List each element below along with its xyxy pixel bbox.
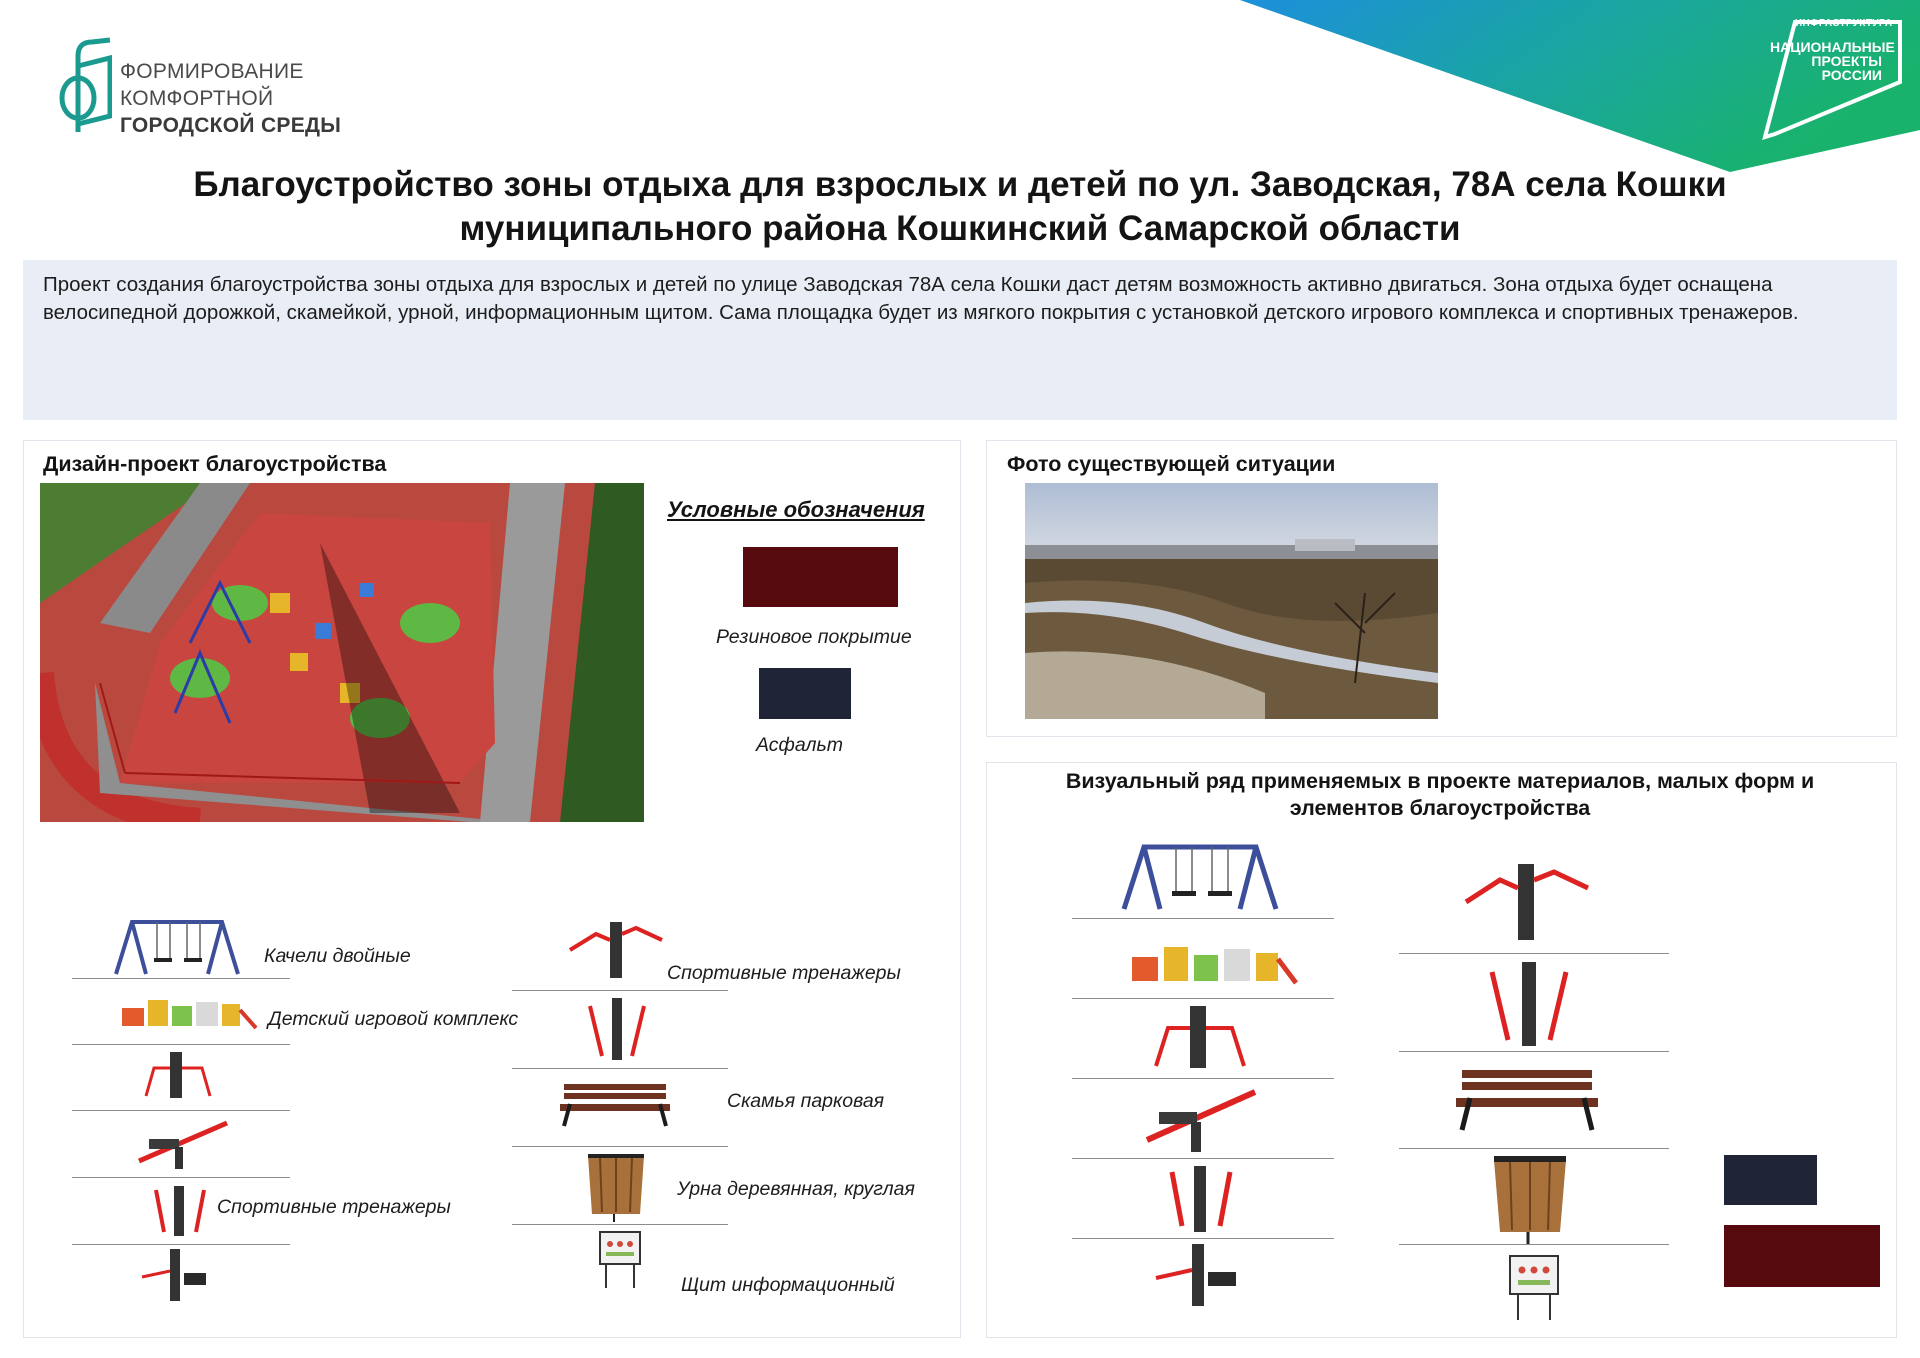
legend-swatch-rubber	[743, 547, 898, 607]
swatch-asphalt	[1724, 1155, 1817, 1205]
divider	[1399, 1244, 1669, 1245]
design-render-image	[40, 483, 644, 822]
photo-panel-title: Фото существующей ситуации	[1007, 452, 1336, 476]
walker-machine-icon	[588, 998, 646, 1060]
divider	[72, 1177, 290, 1178]
swing-icon	[114, 920, 240, 975]
divider	[1072, 998, 1334, 999]
label-info-board: Щит информационный	[681, 1274, 895, 1296]
national-projects-subtitle: ИНФРАСТРУКТУРА	[1795, 18, 1893, 29]
bench-icon	[1456, 1070, 1598, 1131]
divider	[512, 1068, 728, 1069]
divider	[1399, 1148, 1669, 1149]
brand-line-1: ФОРМИРОВАНИЕ	[120, 60, 304, 83]
divider	[1072, 1158, 1334, 1159]
info-board-icon	[599, 1231, 641, 1288]
visual-title-line-2: элементов благоустройства	[1289, 796, 1591, 820]
walker-machine-icon	[1489, 962, 1569, 1046]
press-machine-icon	[1155, 1244, 1236, 1306]
label-playground: Детский игровой комплекс	[268, 1008, 519, 1030]
swatch-rubber	[1724, 1225, 1880, 1287]
divider	[512, 990, 728, 991]
page-title-line-2: муниципального района Кошкинский Самарск…	[459, 209, 1461, 248]
description-text: Проект создания благоустройства зоны отд…	[43, 273, 1799, 324]
divider	[72, 1244, 290, 1245]
double-exerciser-icon	[568, 922, 663, 978]
trash-bin-icon	[588, 1154, 644, 1222]
exercise-machine-icon	[1154, 1006, 1246, 1068]
page-title-line-1: Благоустройство зоны отдыха для взрослых…	[193, 165, 1727, 204]
rowing-machine-icon	[1145, 1089, 1257, 1152]
page-title: Благоустройство зоны отдыха для взрослых…	[120, 163, 1800, 251]
trash-bin-icon	[1494, 1156, 1566, 1244]
divider	[1072, 1238, 1334, 1239]
legend-label-rubber: Резиновое покрытие	[716, 626, 912, 648]
legend-label-asphalt: Асфальт	[756, 734, 843, 756]
visual-panel-title: Визуальный ряд применяемых в проекте мат…	[1000, 768, 1880, 822]
brand-f-icon	[59, 37, 112, 132]
divider	[1399, 1051, 1669, 1052]
bench-icon	[560, 1084, 670, 1127]
label-bench: Скамья парковая	[727, 1090, 885, 1112]
design-panel-title: Дизайн-проект благоустройства	[43, 452, 387, 476]
brand-name: ФОРМИРОВАНИЕ КОМФОРТНОЙ ГОРОДСКОЙ СРЕДЫ	[120, 58, 341, 139]
rowing-machine-icon	[138, 1120, 228, 1169]
legend-title: Условные обозначения	[667, 497, 925, 522]
divider	[72, 978, 290, 979]
description-box	[23, 260, 1897, 420]
national-projects-logo-icon	[1762, 20, 1902, 140]
visual-title-line-1: Визуальный ряд применяемых в проекте мат…	[1065, 769, 1815, 793]
divider	[72, 1110, 290, 1111]
exercise-machine-icon	[144, 1052, 212, 1098]
brand-line-3: ГОРОДСКОЙ СРЕДЫ	[120, 114, 342, 137]
label-sport-right: Спортивные тренажеры	[667, 962, 901, 984]
national-projects-title: НАЦИОНАЛЬНЫЕ ПРОЕКТЫ РОССИИ	[1770, 39, 1895, 83]
label-trash-bin: Урна деревянная, круглая	[677, 1178, 915, 1200]
stepper-machine-icon	[1169, 1166, 1233, 1232]
divider	[512, 1146, 728, 1147]
stepper-machine-icon	[154, 1186, 206, 1236]
swing-icon	[1121, 844, 1279, 910]
double-exerciser-icon	[1464, 864, 1590, 940]
divider	[512, 1224, 728, 1225]
legend-swatch-asphalt	[759, 668, 851, 719]
label-sport-left: Спортивные тренажеры	[217, 1196, 451, 1218]
info-board-icon	[1509, 1255, 1559, 1320]
divider	[1399, 953, 1669, 954]
top-banner-gradient	[1240, 0, 1920, 172]
existing-situation-photo	[1025, 483, 1438, 719]
divider	[1072, 918, 1334, 919]
press-machine-icon	[141, 1249, 206, 1301]
divider	[1072, 1078, 1334, 1079]
brand-line-2: КОМФОРТНОЙ	[120, 87, 274, 110]
divider	[72, 1044, 290, 1045]
playground-complex-icon	[122, 1000, 258, 1030]
playground-complex-icon	[1132, 947, 1298, 985]
label-swing: Качели двойные	[264, 945, 411, 967]
